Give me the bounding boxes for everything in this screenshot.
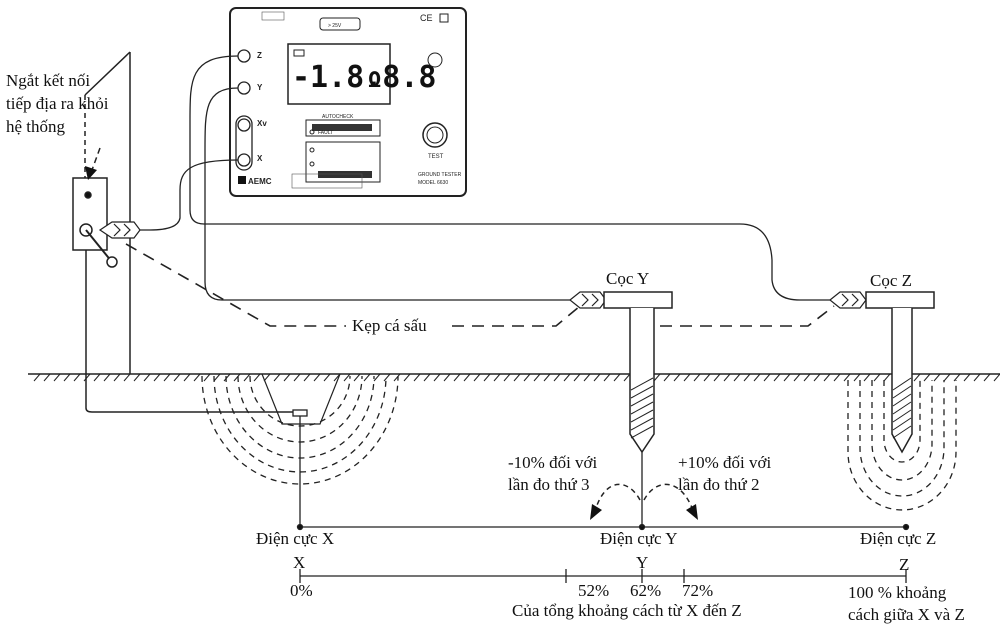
terminal-x-label: X [257, 154, 263, 163]
clips-label: Kẹp cá sấu [352, 316, 427, 335]
disconnect-note-line3: hệ thống [6, 117, 66, 136]
warning-label: > 25V [328, 23, 342, 29]
disconnect-arrow [85, 147, 101, 180]
svg-text:CE: CE [420, 13, 433, 23]
rod-y [603, 291, 673, 454]
rod-z [865, 291, 935, 454]
total-distance-label: Của tổng khoảng cách từ X đến Z [512, 601, 742, 620]
shift-arrows [595, 483, 693, 509]
alligator-clip-z [829, 291, 867, 309]
letter-y: Y [636, 553, 649, 572]
measurement-lines [296, 452, 910, 583]
electrode-y-label: Điện cực Y [600, 529, 678, 548]
model-label: MODEL 6630 [418, 180, 448, 186]
arrow-right-head [686, 504, 698, 520]
terminal-z-label: Z [257, 51, 262, 60]
plus-note-line1: +10% đối với [678, 453, 772, 472]
minus-note-line2: lần đo thứ 3 [508, 475, 590, 494]
disconnect-note-line1: Ngắt kết nối [6, 71, 91, 90]
rod-y-label: Cọc Y [606, 269, 650, 288]
electrode-z-field [847, 380, 957, 511]
ground-surface [28, 373, 1000, 382]
pct-100-line1: 100 % khoảng [848, 583, 947, 602]
fault-label: FAULT [318, 130, 333, 136]
letter-x: X [293, 553, 306, 572]
terminal-xv-label: Xv [257, 119, 267, 128]
lcd-unit: Ω [368, 68, 381, 93]
brand-label: AEMC [248, 177, 272, 186]
alligator-clip-y [569, 291, 607, 309]
lcd-reading: -1.8.8.8 [292, 60, 437, 95]
grounding-post [72, 51, 298, 413]
plus-note-line2: lần đo thứ 2 [678, 475, 760, 494]
electrode-x-label: Điện cực X [256, 529, 335, 548]
minus-note-line1: -10% đối với [508, 453, 598, 472]
ground-tester-instrument: -1.8.8.8 Ω > 25V CE Z Y Xv X AUTOCHECK F… [229, 7, 467, 197]
test-leads [140, 55, 830, 301]
disconnect-note-line2: tiếp địa ra khỏi [6, 94, 109, 113]
pct-100-line2: cách giữa X và Z [848, 605, 965, 624]
rod-z-label: Cọc Z [870, 271, 913, 290]
pct-52-label: 52% [578, 581, 610, 600]
pct-72-label: 72% [682, 581, 714, 600]
autocheck-label: AUTOCHECK [322, 114, 354, 120]
product-label: GROUND TESTER [418, 172, 462, 178]
arrow-left-head [590, 504, 602, 520]
dashed-lines [125, 243, 835, 327]
pct-0-label: 0% [290, 581, 313, 600]
pct-62-label: 62% [630, 581, 662, 600]
terminal-y-label: Y [257, 83, 263, 92]
lcd-display [287, 43, 391, 105]
test-label: TEST [428, 154, 444, 160]
electrode-z-label: Điện cực Z [860, 529, 937, 548]
letter-z: Z [899, 555, 910, 574]
electrode-x-field [201, 373, 399, 525]
